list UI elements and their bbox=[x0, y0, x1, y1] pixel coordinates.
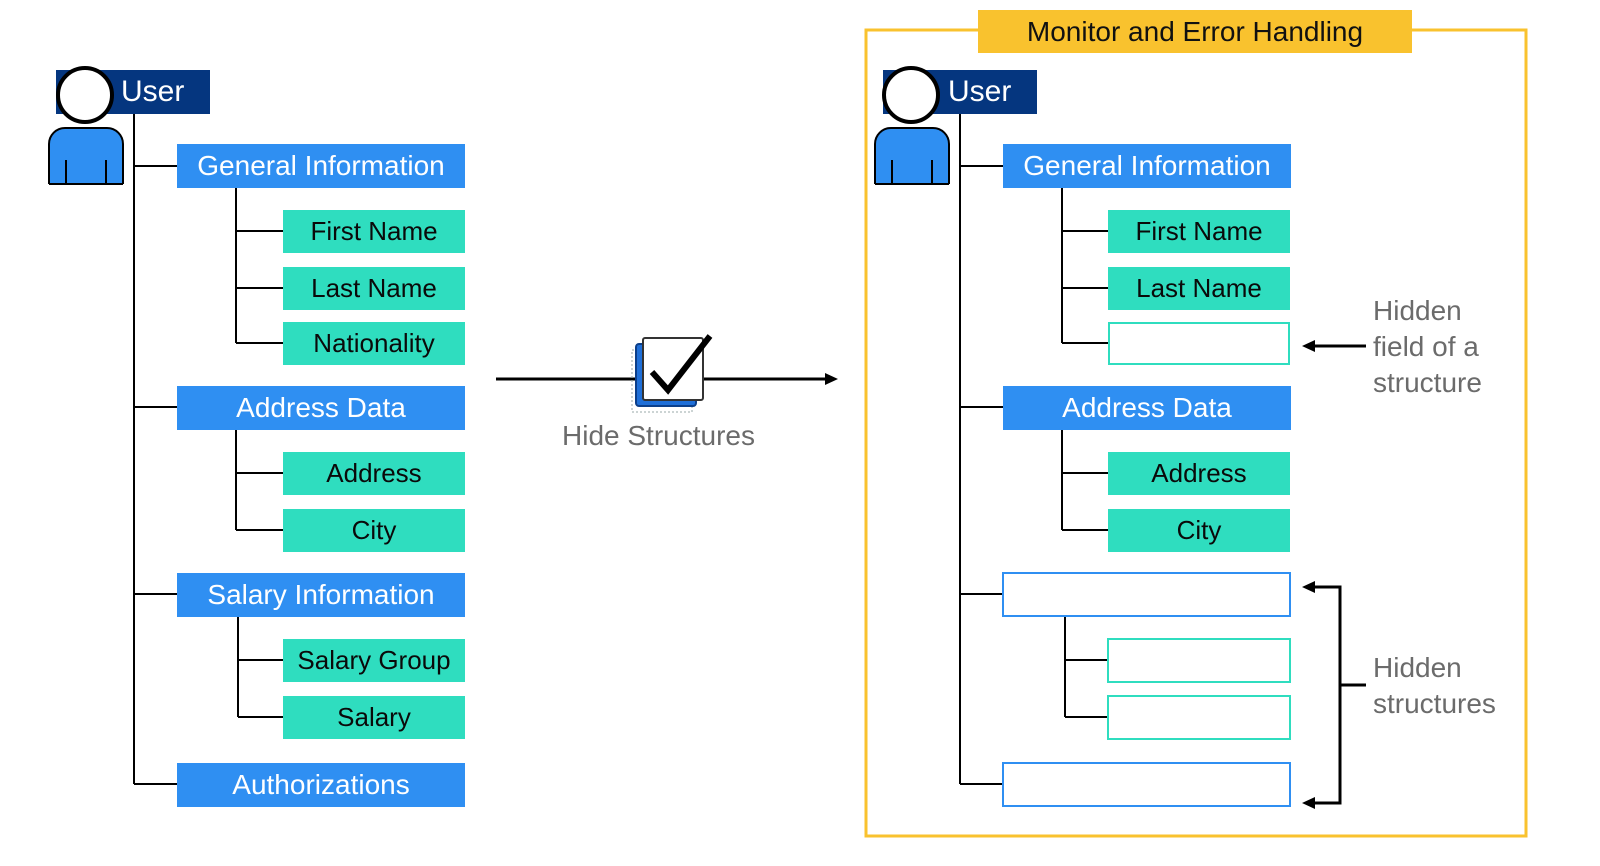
hidden-structure-placeholder bbox=[1002, 572, 1291, 617]
field-salary-group: Salary Group bbox=[283, 639, 465, 682]
field-address: Address bbox=[283, 452, 465, 495]
hidden-field-placeholder bbox=[1108, 322, 1290, 365]
note-line: structures bbox=[1373, 688, 1496, 719]
hidden-structures-bracket bbox=[1312, 585, 1342, 805]
field-last-name: Last Name bbox=[1108, 267, 1290, 310]
checkbox-checked-icon bbox=[631, 334, 713, 413]
hidden-field-placeholder bbox=[1107, 638, 1291, 683]
structure-authorizations: Authorizations bbox=[177, 763, 465, 807]
note-line: Hidden bbox=[1373, 295, 1462, 326]
structure-general-information: General Information bbox=[1003, 144, 1291, 188]
structure-general-information: General Information bbox=[177, 144, 465, 188]
field-first-name: First Name bbox=[1108, 210, 1290, 253]
note-line: field of a bbox=[1373, 331, 1479, 362]
note-line: Hidden bbox=[1373, 652, 1462, 683]
field-city: City bbox=[1108, 509, 1290, 552]
hide-structures-caption: Hide Structures bbox=[562, 420, 755, 451]
field-nationality: Nationality bbox=[283, 322, 465, 365]
note-hidden-structures: Hidden structures bbox=[1373, 650, 1496, 722]
user-avatar-icon bbox=[874, 66, 950, 185]
structure-salary-information: Salary Information bbox=[177, 573, 465, 617]
arrowhead bbox=[825, 373, 838, 385]
user-avatar-icon bbox=[48, 66, 124, 185]
structure-address-data: Address Data bbox=[1003, 386, 1291, 430]
hidden-structure-placeholder bbox=[1002, 762, 1291, 807]
note-hidden-field: Hidden field of a structure bbox=[1373, 293, 1482, 401]
field-address: Address bbox=[1108, 452, 1290, 495]
field-salary: Salary bbox=[283, 696, 465, 739]
structure-address-data: Address Data bbox=[177, 386, 465, 430]
hidden-field-placeholder bbox=[1107, 695, 1291, 740]
note-line: structure bbox=[1373, 367, 1482, 398]
field-first-name: First Name bbox=[283, 210, 465, 253]
field-city: City bbox=[283, 509, 465, 552]
field-last-name: Last Name bbox=[283, 267, 465, 310]
monitor-panel-title: Monitor and Error Handling bbox=[978, 10, 1412, 53]
